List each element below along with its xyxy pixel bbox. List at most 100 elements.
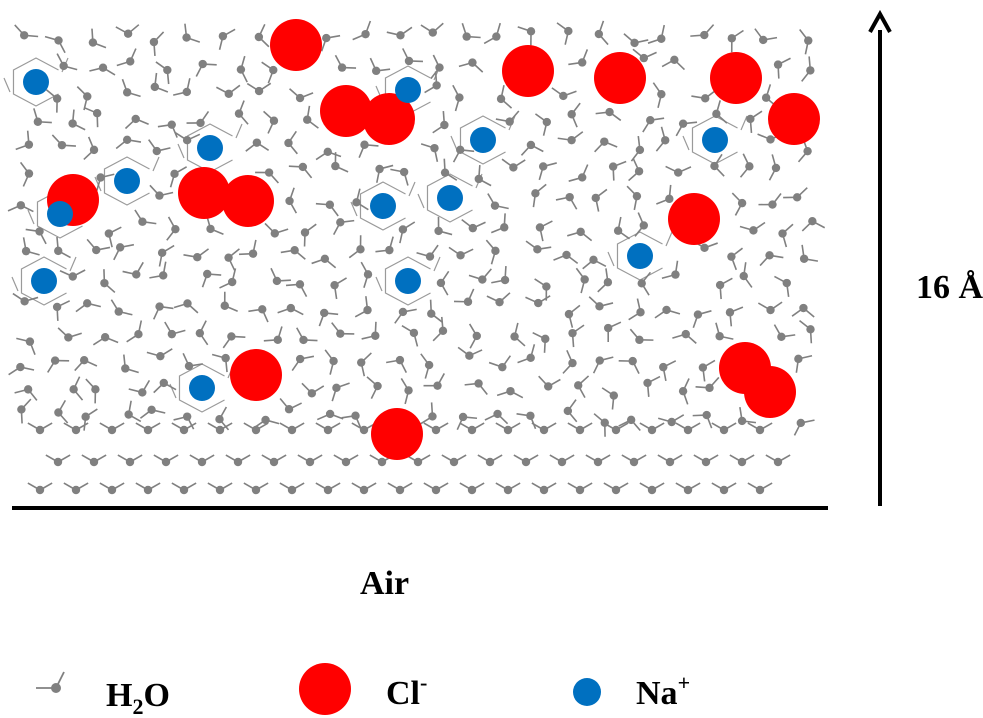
- water-molecule: [285, 280, 308, 298]
- water-molecule: [261, 61, 278, 84]
- water-molecule: [153, 378, 177, 394]
- water-molecule: [315, 147, 342, 161]
- water-molecule: [757, 132, 784, 144]
- water-molecule: [27, 422, 53, 435]
- water-molecule: [496, 386, 524, 399]
- water-molecule: [334, 54, 357, 72]
- water-molecule: [400, 377, 413, 405]
- water-molecule: [549, 454, 575, 467]
- water-molecule: [85, 378, 100, 404]
- water-molecule: [19, 161, 34, 187]
- water-molecule: [121, 78, 141, 98]
- water-molecule: [729, 454, 755, 467]
- water-molecule: [366, 376, 382, 399]
- water-molecule: [234, 100, 249, 125]
- water-molecule: [225, 454, 251, 467]
- water-molecule: [95, 173, 115, 192]
- water-molecule: [207, 482, 233, 495]
- water-molecule: [710, 153, 725, 177]
- water-molecule: [459, 482, 485, 495]
- water-molecule: [567, 102, 581, 128]
- water-molecule: [173, 299, 199, 314]
- water-molecule: [99, 422, 125, 435]
- water-molecule: [430, 54, 444, 80]
- water-molecule: [189, 454, 215, 467]
- water-molecule: [207, 422, 233, 435]
- water-molecule: [630, 135, 645, 162]
- chloride-ion: [363, 93, 415, 145]
- water-molecule: [218, 28, 236, 50]
- water-molecule: [420, 402, 437, 425]
- water-molecule: [715, 277, 733, 300]
- water-molecule: [195, 59, 217, 77]
- water-molecule: [495, 482, 521, 495]
- water-molecule: [157, 120, 178, 138]
- chloride-ions: [47, 19, 820, 460]
- water-molecule: [149, 261, 168, 280]
- water-molecule: [665, 165, 692, 177]
- hydration-shell: [375, 256, 441, 306]
- water-molecule: [424, 71, 441, 94]
- water-molecule: [261, 454, 287, 467]
- water-molecule: [563, 399, 578, 423]
- water-molecule: [459, 422, 485, 435]
- water-molecule: [551, 87, 577, 101]
- water-molecule: [601, 387, 619, 410]
- water-molecule: [279, 422, 305, 435]
- water-molecule: [538, 162, 557, 181]
- water-molecule: [369, 57, 391, 76]
- water-molecule: [441, 454, 467, 467]
- water-molecule: [126, 320, 143, 343]
- chloride-ion: [178, 167, 230, 219]
- water-molecule: [613, 216, 631, 240]
- water-molecule: [675, 422, 701, 435]
- water-molecule: [556, 22, 573, 45]
- water-molecule: [8, 362, 35, 376]
- water-molecule: [654, 305, 681, 319]
- water-molecule: [12, 292, 39, 306]
- water-molecule: [538, 375, 561, 391]
- water-molecule: [135, 482, 161, 495]
- water-molecule: [246, 82, 272, 96]
- water-molecule: [510, 322, 526, 347]
- legend-sodium-icon: [573, 678, 601, 706]
- water-molecule: [171, 482, 197, 495]
- water-molecule: [173, 412, 195, 430]
- water-molecule: [568, 49, 589, 67]
- water-molecule: [264, 222, 289, 238]
- sodium-ion: [197, 135, 223, 161]
- water-molecule: [567, 482, 593, 495]
- water-molecule: [219, 268, 237, 289]
- water-molecule: [517, 344, 536, 364]
- water-molecule: [315, 200, 339, 217]
- water-molecule: [57, 327, 82, 342]
- water-molecule: [341, 411, 362, 429]
- chloride-ion: [320, 85, 372, 137]
- water-molecule: [532, 331, 550, 353]
- water-molecule: [354, 296, 372, 318]
- water-molecule: [746, 110, 763, 133]
- water-molecule: [331, 322, 355, 338]
- water-molecule: [427, 299, 443, 323]
- water-molecule: [487, 193, 509, 210]
- water-molecule: [725, 306, 744, 327]
- sodium-ion: [31, 268, 57, 294]
- water-molecule: [316, 409, 344, 421]
- water-molecule: [801, 56, 815, 82]
- water-molecule: [603, 482, 629, 495]
- water-molecule: [520, 140, 544, 156]
- water-molecule: [357, 352, 372, 377]
- water-molecule: [92, 333, 119, 346]
- water-molecule: [224, 248, 240, 271]
- water-molecule: [757, 301, 783, 315]
- water-molecule: [432, 316, 448, 342]
- water-molecule: [254, 23, 270, 48]
- water-molecule: [468, 268, 492, 284]
- water-molecule: [603, 321, 622, 343]
- water-molecule: [348, 235, 365, 259]
- water-molecule: [390, 167, 409, 186]
- water-molecule: [525, 240, 552, 254]
- water-molecule: [458, 58, 484, 73]
- water-molecule: [608, 160, 627, 181]
- water-molecule: [799, 244, 819, 263]
